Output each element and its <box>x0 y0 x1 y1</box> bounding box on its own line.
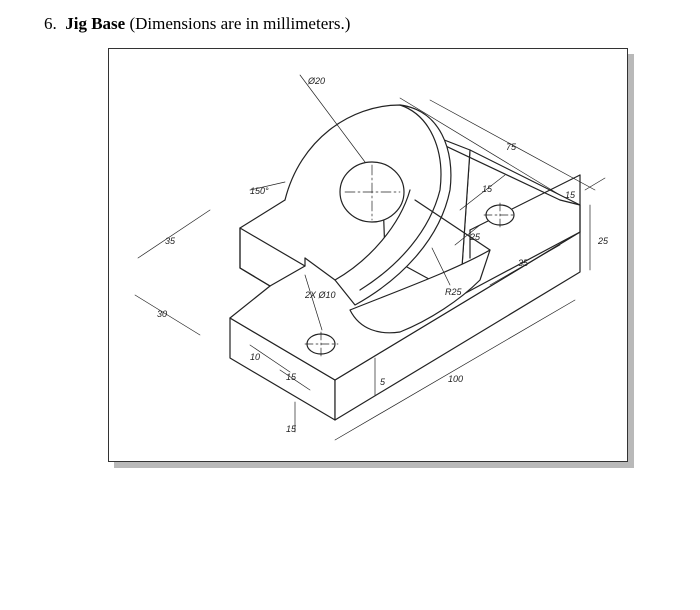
dim-25-slot: 25 <box>469 232 481 242</box>
dim-5: 5 <box>380 377 386 387</box>
figure-heading: 6. Jig Base (Dimensions are in millimete… <box>44 14 350 34</box>
dim-angle: 150° <box>250 186 269 196</box>
dim-hole-top: Ø20 <box>307 76 325 86</box>
dim-100: 100 <box>448 374 463 384</box>
dim-left-30: 30 <box>157 309 167 319</box>
upright-boss <box>284 104 491 334</box>
dimension-lines <box>134 74 606 441</box>
dim-25-right: 25 <box>597 236 609 246</box>
heading-subtitle: (Dimensions are in millimeters.) <box>129 14 351 33</box>
heading-title: Jig Base <box>65 14 126 33</box>
dim-left-35: 35 <box>165 236 176 246</box>
dim-10: 10 <box>250 352 260 362</box>
l-step <box>229 199 336 319</box>
dim-15-front: 15 <box>286 372 297 382</box>
small-holes <box>304 202 517 357</box>
heading-number: 6. <box>44 14 57 33</box>
dim-15-bottom: 15 <box>286 424 297 434</box>
dim-35-right: 35 <box>518 258 529 268</box>
dim-15-top: 15 <box>482 184 493 194</box>
dim-15-right: 15 <box>565 190 576 200</box>
dim-r25: R25 <box>445 287 463 297</box>
dim-75: 75 <box>506 142 517 152</box>
dim-hole-small: 2X Ø10 <box>304 290 336 300</box>
